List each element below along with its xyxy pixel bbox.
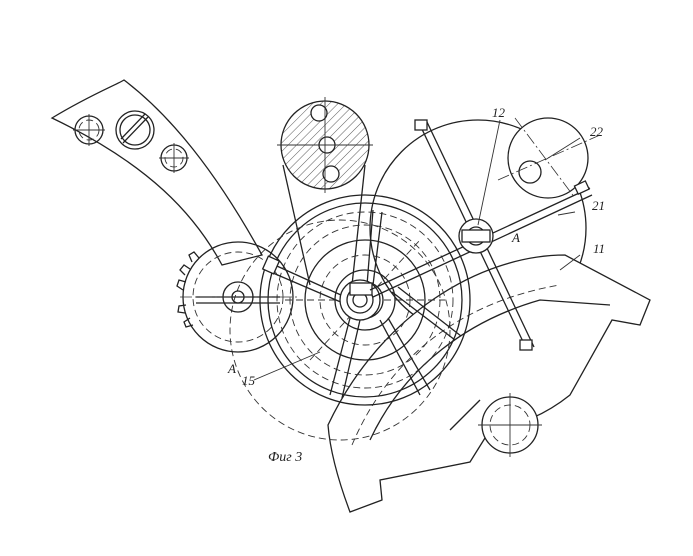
leader-lines	[253, 119, 581, 381]
short-rod	[391, 286, 462, 341]
hatched-section-circle	[277, 97, 373, 286]
label-12: 12	[492, 105, 506, 120]
curved-arm	[50, 79, 263, 266]
left-pinion	[176, 241, 300, 353]
label-a-left: A	[227, 361, 236, 376]
figure-caption: Фиг 3	[268, 450, 302, 465]
label-15: 15	[242, 373, 256, 388]
label-22: 22	[590, 124, 604, 139]
label-21: 21	[592, 198, 605, 213]
label-a-right: A	[511, 230, 520, 245]
main-wheel	[229, 194, 471, 441]
label-11: 11	[593, 241, 605, 256]
sector-frame-11	[327, 254, 651, 513]
cross-rod-12	[414, 119, 535, 351]
center-hub	[339, 279, 381, 321]
left-rod	[261, 255, 353, 307]
